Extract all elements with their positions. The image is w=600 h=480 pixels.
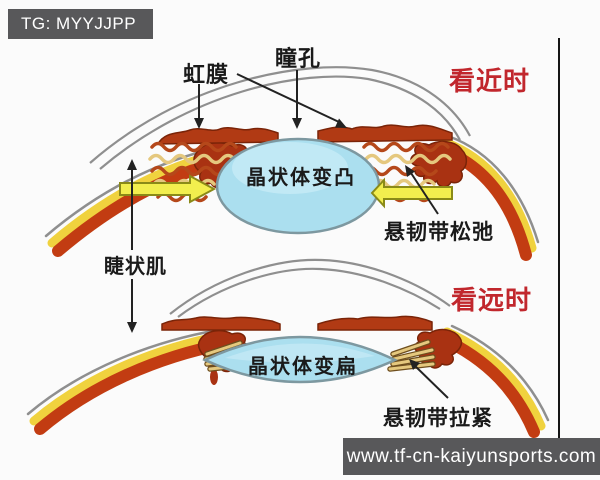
sclera-outline-top-right [446, 134, 540, 244]
ligament-taut-label: 悬韧带拉紧 [383, 407, 493, 430]
lens-convex-label: 晶状体变凸 [246, 167, 356, 189]
sclera-outline-bottom-left [26, 328, 220, 416]
iris-top-left [156, 126, 279, 145]
cornea-far [169, 258, 451, 318]
wall-yellow-bottom-right [442, 327, 546, 431]
iris-label: 虹膜 [183, 62, 230, 87]
annotations [127, 38, 560, 438]
wall-yellow-bottom-left [29, 331, 225, 426]
ciliary-muscle-label: 睫状肌 [102, 250, 169, 279]
lens-flat-label: 晶状体变扁 [248, 356, 358, 378]
iris-bottom-right [317, 315, 433, 331]
far-vision-title: 看远时 [451, 285, 533, 315]
arrowhead-pupil [292, 118, 302, 129]
ciliary-body-bottom-right [413, 328, 463, 369]
near-vision-eye [44, 66, 540, 261]
arrowhead-ligament-far [409, 359, 420, 370]
pupil-label: 瞳孔 [275, 46, 322, 71]
lens-convex-highlight [232, 142, 348, 194]
ligament-near-pointer-line [408, 169, 439, 215]
far-vision-eye [26, 258, 550, 438]
ciliary-drip [210, 369, 218, 385]
arrowhead-ciliary-bottom [127, 322, 137, 333]
ligament-relaxed-label: 悬韧带松弛 [384, 221, 494, 244]
website-watermark-badge: www.tf-cn-kaiyunsports.com [343, 438, 600, 475]
ligament-far-pointer-line [411, 362, 449, 399]
iris-bottom-left [161, 316, 281, 331]
lens-flat-highlight [225, 343, 375, 363]
iris-top-right [317, 124, 453, 143]
iris-pointer-line-diagonal [236, 73, 340, 123]
arrowhead-iris-right [335, 118, 347, 128]
arrowhead-ciliary-top [127, 159, 137, 170]
ciliary-body-top-right [410, 140, 468, 188]
telegram-watermark-badge: TG: MYYJJPP [8, 9, 153, 39]
yellow-arrow-right [370, 177, 453, 209]
arrowhead-ligament-near [405, 165, 415, 177]
arrowhead-iris-left [194, 118, 204, 129]
sclera-outline-bottom-right [450, 324, 550, 422]
cornea-near [89, 66, 471, 170]
near-vision-title: 看近时 [449, 66, 531, 96]
